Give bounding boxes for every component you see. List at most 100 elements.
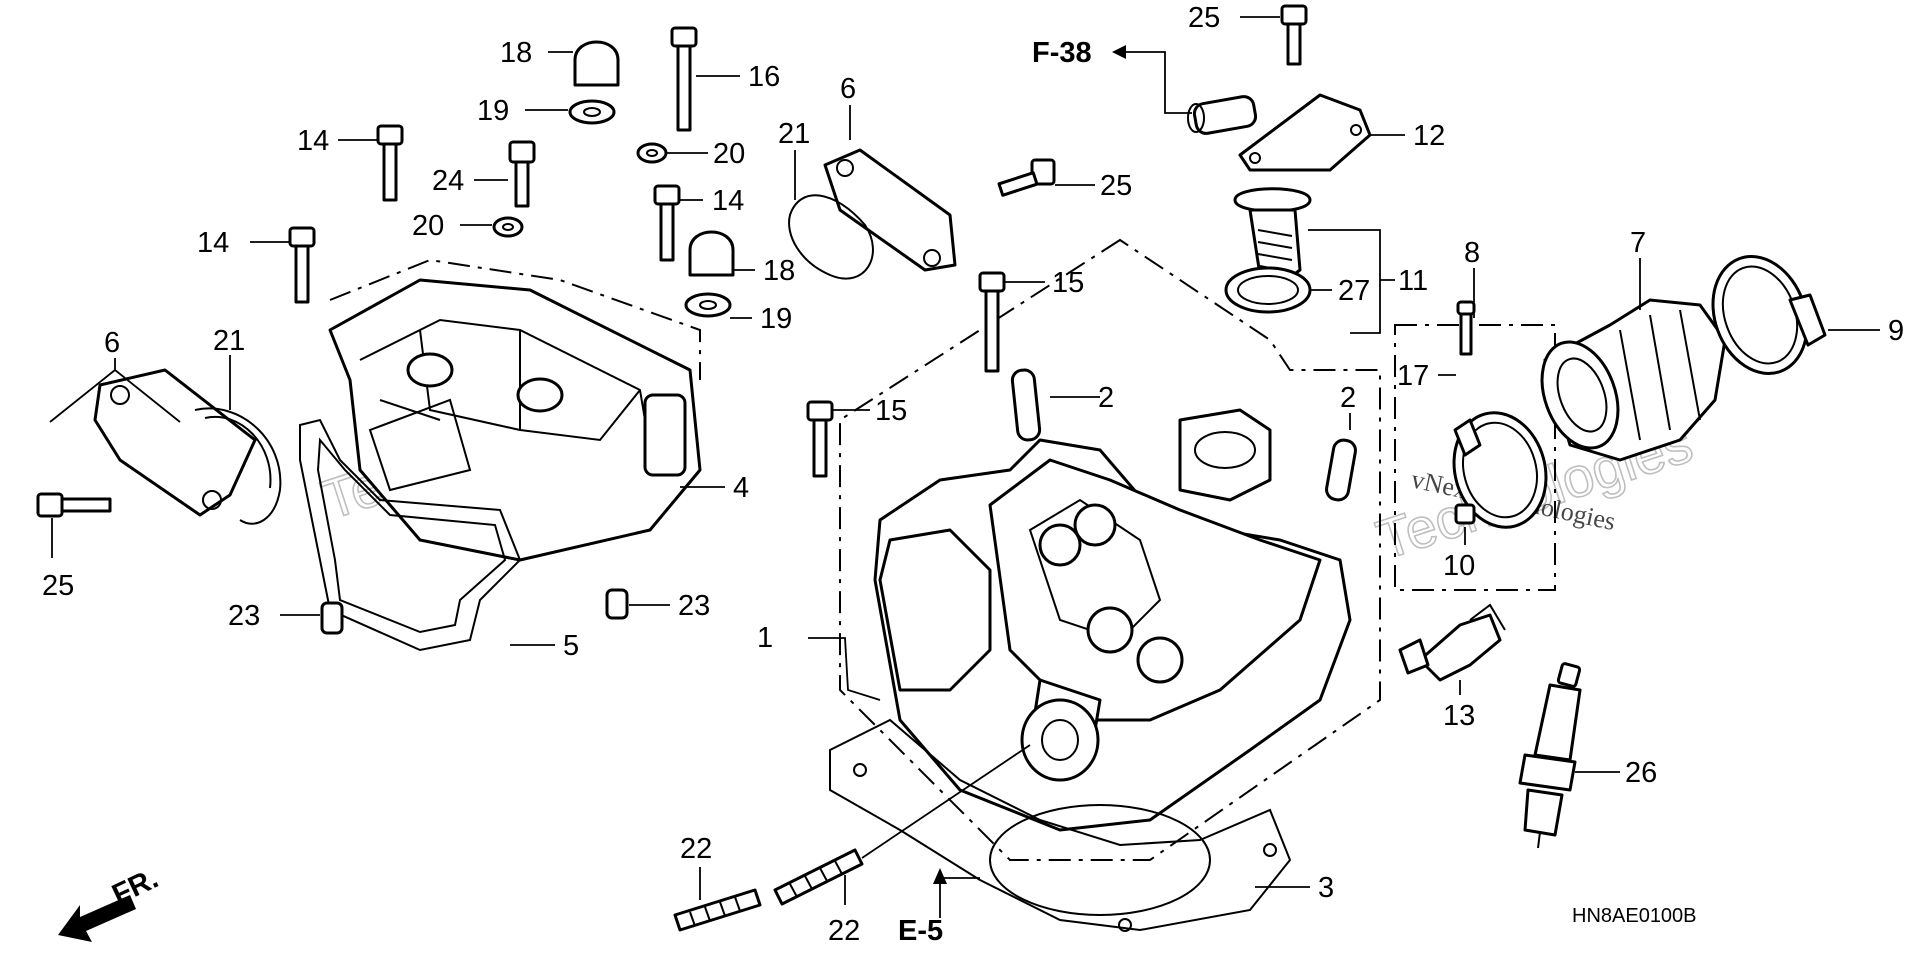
leader-11 xyxy=(1308,229,1395,334)
stud-bolt-22-right xyxy=(773,744,1031,906)
callout-numbers: 1 2 2 3 4 5 6 6 7 8 9 10 11 12 13 14 14 … xyxy=(42,2,1904,947)
cylinder-head-cover xyxy=(328,278,702,562)
gasket-hole-b xyxy=(1263,843,1277,857)
bolt-14-b-head xyxy=(288,226,316,248)
callout-21-b: 21 xyxy=(778,118,810,150)
callout-2-left: 2 xyxy=(1098,382,1114,414)
bolt-15-b-shank xyxy=(812,418,828,478)
cylinder-head xyxy=(873,408,1352,832)
sensor-tip xyxy=(1398,638,1430,675)
e5-arrow-icon xyxy=(933,868,947,884)
joint-box-8 xyxy=(1394,324,1556,591)
bolt-14-a-shank xyxy=(382,142,398,202)
callout-6-left: 6 xyxy=(104,327,120,359)
cap-nut-18-a-shape xyxy=(573,40,620,87)
callout-22-a: 22 xyxy=(680,833,712,865)
thermostat-cover-outlet-end xyxy=(1187,103,1205,133)
insulator-ribs xyxy=(1619,309,1701,441)
inspection-cover-right-plate xyxy=(823,148,957,272)
spark-plug-electrode xyxy=(1537,831,1541,849)
inspection-cover-right-hole-a xyxy=(836,159,854,177)
stud-bolt-22-left-thread xyxy=(689,896,741,927)
dowel-pin-23-left xyxy=(320,601,344,635)
callout-25-left: 25 xyxy=(42,570,74,602)
bolt-24-shank xyxy=(514,160,530,208)
bolt-16-shank xyxy=(676,44,692,132)
head-cover-window xyxy=(368,398,472,492)
callout-22-b: 22 xyxy=(828,915,860,947)
callout-14-c: 14 xyxy=(712,185,744,217)
washer-20-a xyxy=(636,142,668,164)
sensor-connector xyxy=(1469,603,1506,631)
cylinder-head-gasket xyxy=(829,718,1292,932)
washer-19-a-hole xyxy=(583,107,601,117)
bolt-15-a-head xyxy=(978,271,1006,293)
front-arrow-icon xyxy=(58,895,136,942)
callout-23-b: 23 xyxy=(678,590,710,622)
stud-bolt-22-right-thread xyxy=(789,860,843,898)
callout-18-a: 18 xyxy=(500,37,532,69)
insulator-bore xyxy=(1556,357,1608,433)
callout-11: 11 xyxy=(1398,265,1428,297)
leader-6a xyxy=(49,358,181,423)
nut-10 xyxy=(1454,503,1476,525)
callout-25-top: 25 xyxy=(1188,2,1220,34)
inspection-o-ring-left xyxy=(194,407,282,525)
thermostat-housing-opening xyxy=(1194,431,1256,469)
callout-25-mid: 25 xyxy=(1100,170,1132,202)
valve-seat-d xyxy=(1136,636,1184,684)
stud-bolt-22-right-shape xyxy=(773,848,864,906)
bolt-14-c-shank xyxy=(659,202,675,262)
gasket-outline xyxy=(829,718,1292,932)
front-arrow-shape xyxy=(58,895,136,942)
head-assembly-boundary xyxy=(839,238,1381,861)
thermostat-spring xyxy=(1257,229,1293,273)
callout-26: 26 xyxy=(1625,757,1657,789)
callout-15-b: 15 xyxy=(875,395,907,427)
joint-ring-inner xyxy=(1462,421,1538,519)
spark-plug-terminal xyxy=(1556,662,1582,688)
screw-17 xyxy=(1456,300,1476,356)
leader-f38 xyxy=(1120,51,1192,114)
bolt-25-left-head xyxy=(36,492,64,518)
cylinder-head-cam-chamber xyxy=(1028,498,1162,642)
callout-23-a: 23 xyxy=(228,600,260,632)
callout-15-a: 15 xyxy=(1052,267,1084,299)
bolt-14-b xyxy=(288,226,316,304)
leader-lines xyxy=(49,16,1880,918)
dowel-pin-2-right xyxy=(1325,438,1357,502)
callout-27: 27 xyxy=(1338,275,1370,307)
dowel-pin-23-right xyxy=(605,588,629,620)
washer-20-a-hole xyxy=(646,149,658,157)
callout-24: 24 xyxy=(432,165,464,197)
ref-f38: F-38 xyxy=(1032,37,1092,69)
spark-plug-boss xyxy=(1020,698,1100,782)
sensor-body xyxy=(1418,613,1502,682)
temperature-sensor xyxy=(1398,603,1506,682)
thermostat-flange xyxy=(1233,187,1312,213)
inspection-cover-left-hole-b xyxy=(202,490,222,510)
cylinder-head-rocker-cover xyxy=(878,528,992,692)
head-cover-gasket xyxy=(299,418,522,652)
callout-16: 16 xyxy=(748,61,780,93)
cap-nut-18-b-shape xyxy=(688,230,735,277)
bolt-25-left xyxy=(36,492,112,518)
callout-14-b: 14 xyxy=(197,227,229,259)
stud-bolt-22-left xyxy=(673,888,762,932)
thermostat-cover xyxy=(1187,93,1372,172)
dowel-pin-2-left xyxy=(1010,368,1042,442)
valve-seat-a xyxy=(1038,523,1082,567)
callout-3: 3 xyxy=(1318,872,1334,904)
thermostat-cover-outlet xyxy=(1192,95,1258,135)
callout-12: 12 xyxy=(1413,120,1445,152)
bolt-15-a-shank xyxy=(984,289,1000,373)
callout-13: 13 xyxy=(1443,700,1475,732)
bolt-24 xyxy=(508,140,536,208)
head-cover-pillar xyxy=(643,393,687,477)
callout-10: 10 xyxy=(1443,550,1475,582)
callout-21-a: 21 xyxy=(213,325,245,357)
head-cover-gasket-inner xyxy=(316,437,507,634)
callout-4: 4 xyxy=(733,472,749,504)
callout-6-right: 6 xyxy=(840,73,856,105)
stud-bolt-22-right-leader xyxy=(861,744,1031,859)
